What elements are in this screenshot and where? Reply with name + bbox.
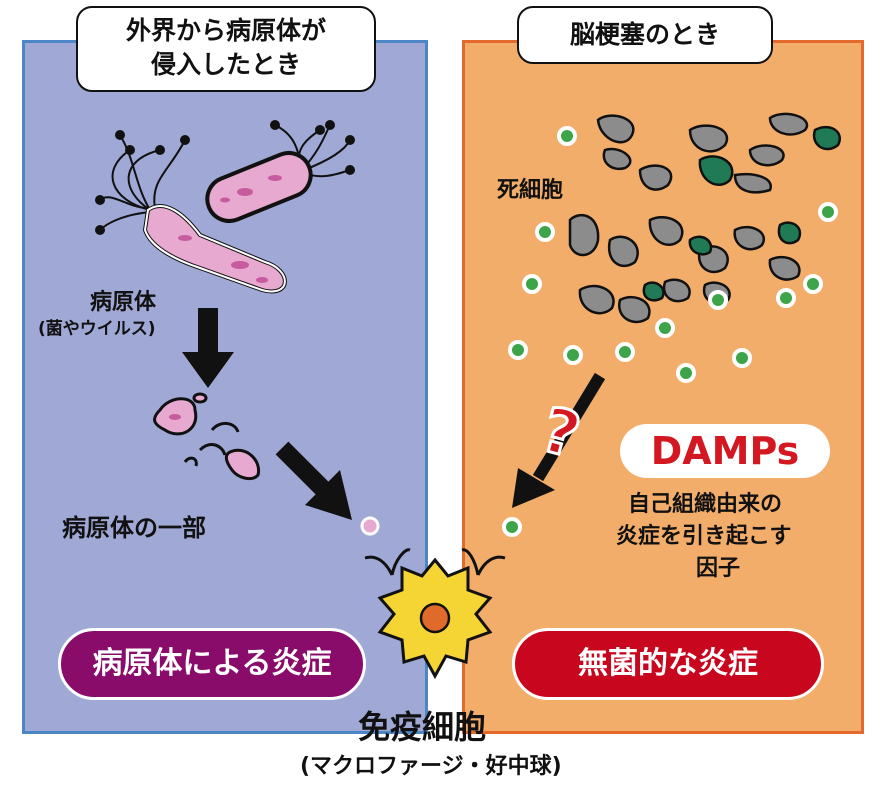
immune-cell-icon: [364, 548, 506, 680]
arrow-down-icon: [182, 308, 234, 388]
pathogen-bacterium-right-icon: [205, 120, 355, 223]
arrow-diagonal-right-icon: [275, 441, 352, 520]
left-title-line1: 外界から病原体が: [125, 16, 326, 45]
immune-cell-sublabel: (マクロファージ・好中球): [300, 754, 562, 779]
pathogen-label: 病原体: [90, 290, 157, 315]
arrow-diagonal-left-icon: [512, 372, 606, 508]
left-title-line2: 侵入したとき: [150, 50, 301, 79]
fragment-label: 病原体の一部: [62, 514, 206, 542]
right-panel: [462, 40, 864, 734]
left-panel-title: 外界から病原体が 侵入したとき: [76, 6, 376, 92]
dead-cells-icon: [568, 112, 841, 324]
right-panel-title: 脳梗塞のとき: [517, 6, 773, 64]
dead-cell-label: 死細胞: [497, 178, 564, 203]
damps-desc-line3: 因子: [696, 556, 741, 581]
damps-desc-line1: 自己組織由来の: [628, 492, 783, 517]
pathogen-fragments-icon: [153, 392, 261, 481]
sterile-inflammation-pill: 無菌的な炎症: [512, 628, 824, 700]
left-panel: [22, 40, 428, 734]
immune-cell-label: 免疫細胞: [358, 708, 487, 746]
damp-particles-icon: [502, 126, 838, 537]
damps-desc-line2: 炎症を引き起こす: [616, 524, 792, 549]
pathogen-inflammation-pill: 病原体による炎症: [58, 628, 366, 700]
pathogen-sublabel: (菌やウイルス): [38, 319, 156, 339]
fragment-particle-icon: [360, 516, 380, 536]
damps-badge: DAMPs: [620, 424, 830, 478]
pathogen-bacterium-left-icon: [95, 130, 287, 294]
